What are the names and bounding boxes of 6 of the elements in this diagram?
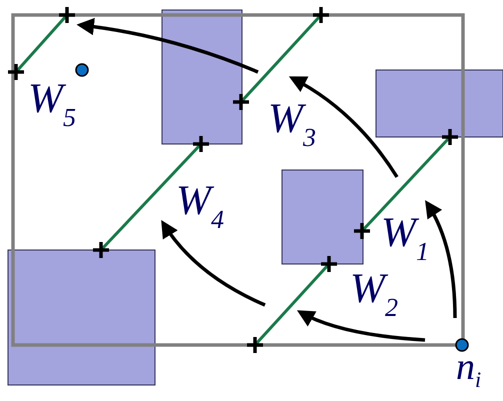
variable-label: W$_{1}$ [381,212,429,265]
variable-label: W$_{5}$ [28,78,76,131]
variable-label: n$_{i}$ [456,348,482,391]
variable-label: W$_{3}$ [268,98,316,151]
variable-label: W$_{4}$ [176,180,224,233]
variable-label: W$_{2}$ [350,268,398,321]
